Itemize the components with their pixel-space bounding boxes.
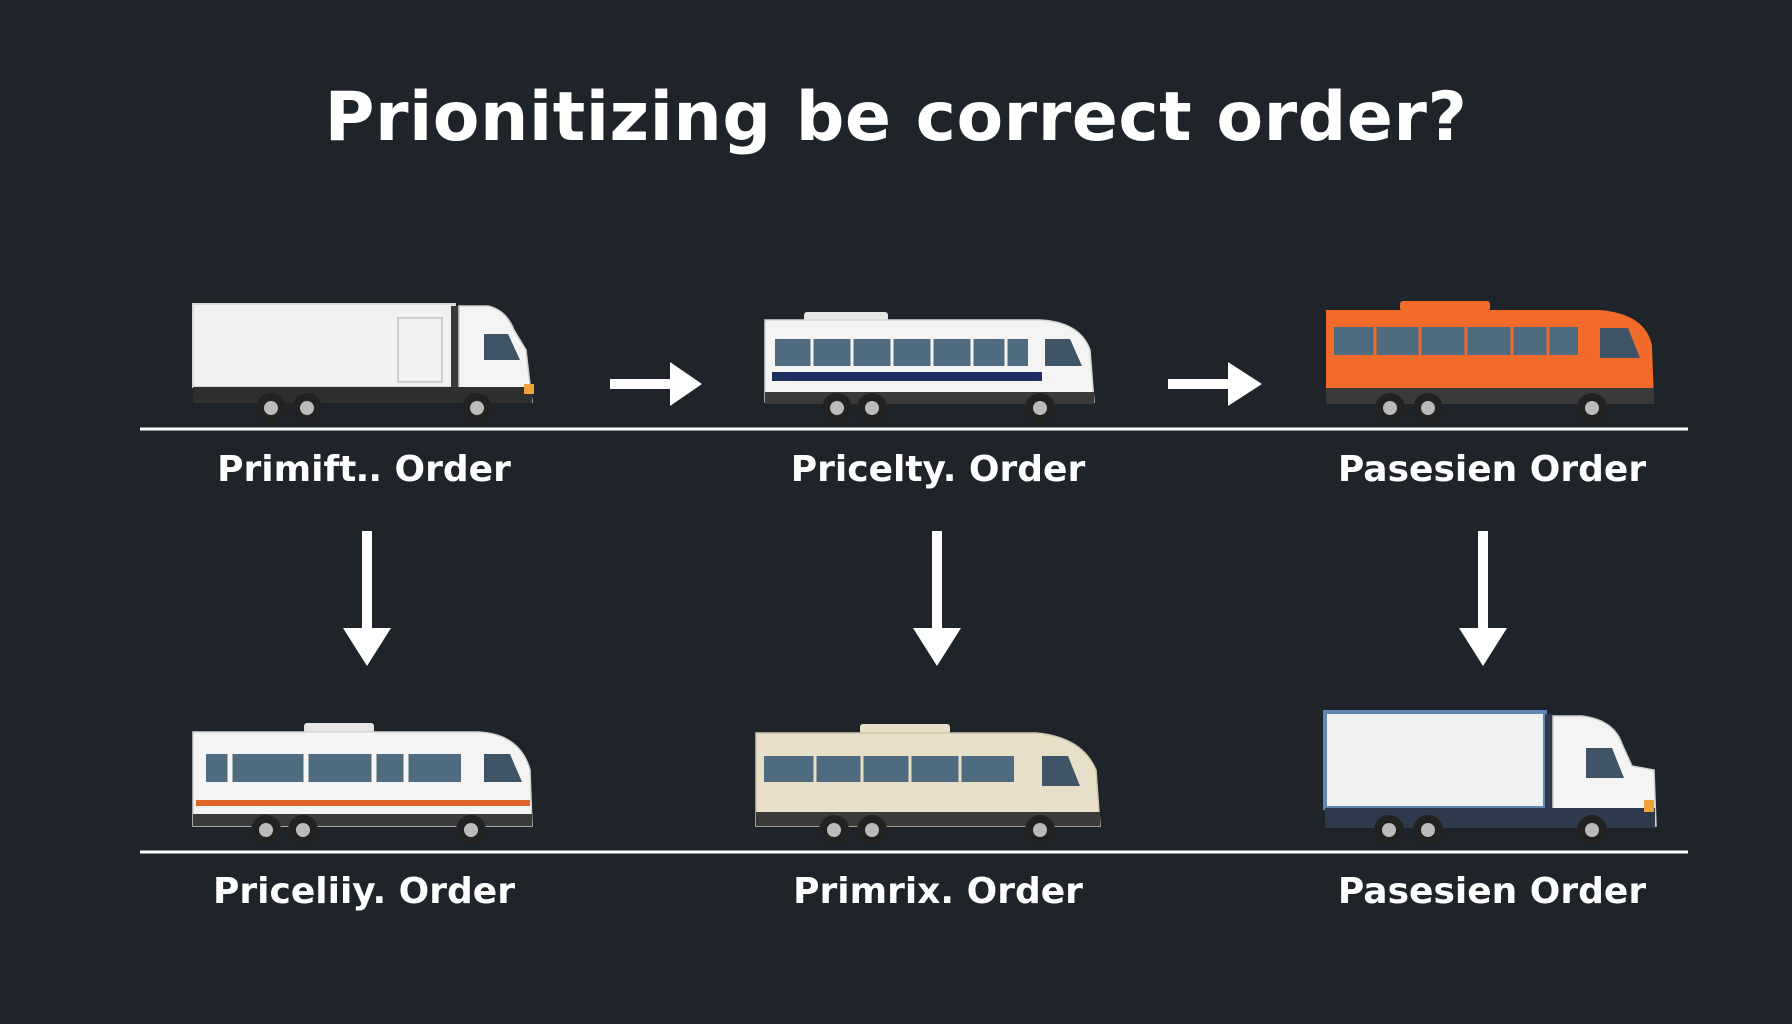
down-arrow-icon xyxy=(343,531,391,666)
order-label-row1-col1: Primift․. Order xyxy=(217,449,511,490)
orange-bus-icon xyxy=(1326,301,1654,423)
white-bus-orange-stripe-icon xyxy=(192,723,533,845)
diagram-title: Prionitizing be correct order? xyxy=(324,78,1468,157)
order-label-row2-col2: Primrix. Order xyxy=(793,871,1083,912)
right-arrow-icon xyxy=(1168,362,1262,406)
order-label-row2-col1: Priceliiy. Order xyxy=(213,871,515,912)
white-bus-navy-stripe-icon xyxy=(764,312,1095,423)
order-label-row1-col3: Pasesien Order xyxy=(1337,449,1647,490)
beige-bus-icon xyxy=(755,724,1101,845)
right-arrow-icon xyxy=(610,362,702,406)
white-box-truck-blue-trim-icon xyxy=(1323,710,1657,845)
down-arrow-icon xyxy=(1459,531,1507,666)
order-label-row1-col2: Pricelty. Order xyxy=(790,449,1086,490)
white-box-truck-icon xyxy=(192,303,534,423)
order-label-row2-col3: Pasesien Order xyxy=(1337,871,1647,912)
down-arrow-icon xyxy=(913,531,961,666)
